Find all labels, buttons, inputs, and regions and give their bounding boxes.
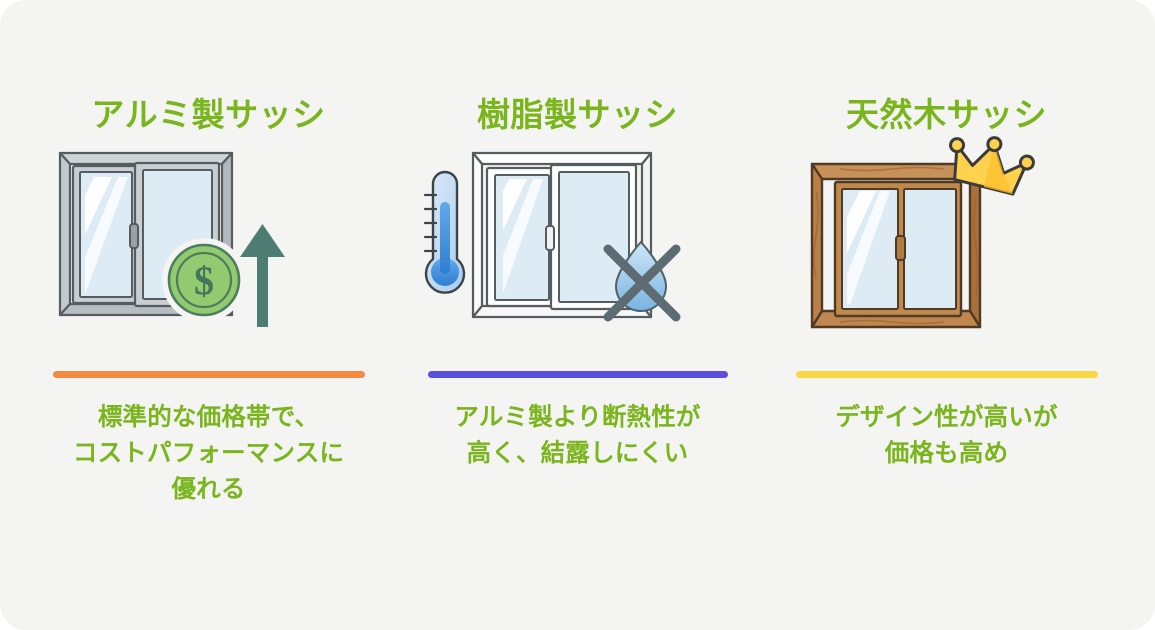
crown-icon: [949, 136, 1035, 196]
aluminum-window-illustration: $: [42, 139, 375, 361]
divider-natural-wood: [795, 371, 1098, 378]
thermometer-icon: [423, 170, 466, 294]
wood-window-illustration: [780, 136, 1113, 361]
column-caption-natural-wood: デザイン性が高いが 価格も高め: [835, 404, 1058, 467]
dollar-coin-icon: $: [162, 238, 246, 322]
column-title-resin: 樹脂製サッシ: [477, 96, 678, 133]
column-title-aluminum: アルミ製サッシ: [91, 96, 326, 133]
divider-aluminum: [52, 371, 365, 378]
up-arrow-icon: [240, 224, 285, 327]
svg-text:$: $: [194, 258, 214, 303]
column-resin-sash: 樹脂製サッシ: [411, 0, 744, 630]
column-aluminum-sash: アルミ製サッシ: [42, 0, 375, 630]
column-caption-resin: アルミ製より断熱性が 高く、結露しにくい: [454, 404, 701, 467]
column-natural-wood-sash: 天然木サッシ: [780, 0, 1113, 630]
divider-resin: [427, 371, 728, 378]
column-caption-aluminum: 標準的な価格帯で、 コストパフォーマンスに 優れる: [72, 404, 345, 503]
resin-window-illustration: [411, 139, 744, 361]
no-condensation-icon: [603, 240, 681, 322]
column-title-natural-wood: 天然木サッシ: [846, 96, 1047, 133]
